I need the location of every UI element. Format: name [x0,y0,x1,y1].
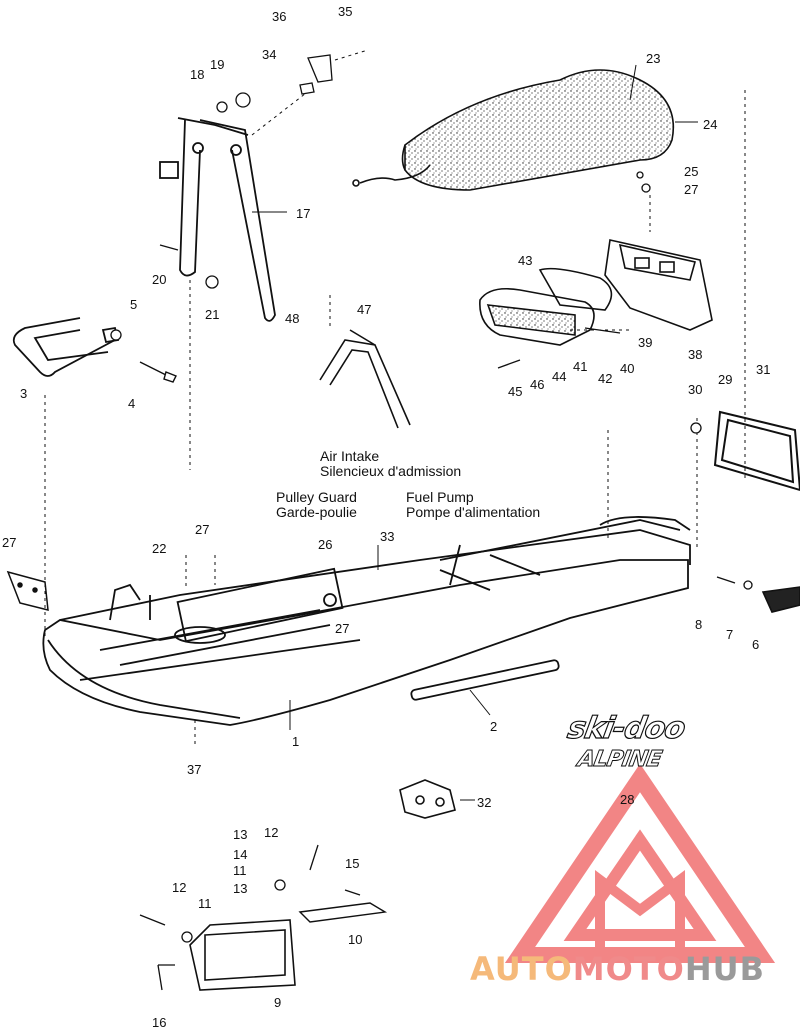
callout-6: 6 [752,637,760,652]
callout-3: 3 [20,386,28,401]
callout-8: 8 [695,617,703,632]
decal-ski-doo: ski-doo [564,710,688,746]
license-plate [713,410,800,492]
callout-17: 17 [296,206,311,221]
callout-13b: 13 [233,881,248,896]
air-intake-label: Air Intake Silencieux d'admission [320,449,461,478]
callout-12b: 12 [172,880,187,895]
side-bracket [6,570,49,611]
taillight-housing [604,239,713,331]
watermark-auto: AUTO [470,950,573,988]
callout-46: 46 [530,377,545,392]
reflector [761,586,800,613]
callout-35: 35 [338,4,353,19]
callout-11b: 11 [198,896,212,911]
callout-4: 4 [128,396,136,411]
callout-43: 43 [518,253,533,268]
callout-27a: 27 [684,182,699,197]
fuel-pump-fr: Pompe d'alimentation [406,503,541,520]
front-bumper [12,317,120,377]
callout-47: 47 [357,302,372,317]
callout-34: 34 [262,47,277,62]
callout-20: 20 [152,272,167,287]
callout-21: 21 [205,307,220,322]
rear-grab-handle [159,117,276,322]
pulley-guard-label: Pulley Guard Garde-poulie [276,490,357,519]
callout-19: 19 [210,57,225,72]
watermark-logo [504,763,776,963]
callout-18: 18 [190,67,205,82]
air-intake-en: Air Intake [320,448,380,464]
plate [298,902,388,923]
hardware [110,54,753,991]
callout-44: 44 [552,369,567,384]
callout-39: 39 [638,335,653,350]
air-intake-fr: Silencieux d'admission [320,462,462,479]
callout-1: 1 [292,734,300,749]
watermark-text: AUTOMOTOHUB [470,950,765,988]
callout-24: 24 [703,117,718,132]
callout-14: 14 [233,847,248,862]
callout-48: 48 [285,311,300,326]
callout-32: 32 [477,795,492,810]
decal-model: ALPINE [575,747,664,773]
bolt-4 [139,361,177,383]
decal-28: ski-doo ALPINE [560,705,690,777]
callout-42: 42 [598,371,613,386]
pulley-guard-fr: Garde-poulie [276,503,357,520]
callout-26: 26 [318,537,333,552]
fuel-pump-label: Fuel Pump Pompe d'alimentation [406,490,540,519]
callout-10: 10 [348,932,363,947]
watermark-hub: HUB [684,950,766,988]
callout-37: 37 [187,762,202,777]
callout-41: 41 [573,359,588,374]
callout-15: 15 [345,856,360,871]
callout-40: 40 [620,361,635,376]
callout-31: 31 [756,362,771,377]
callout-2: 2 [490,719,498,734]
watermark-moto: MOTO [572,950,685,988]
callout-27b: 27 [195,522,210,537]
callout-7: 7 [726,627,734,642]
callout-11a: 11 [233,863,247,878]
callout-12a: 12 [264,825,279,840]
callout-23: 23 [646,51,661,66]
callout-lines [252,64,698,801]
callout-13a: 13 [233,827,248,842]
callout-27d: 27 [335,621,350,636]
callout-38: 38 [688,347,703,362]
air-intake-bracket [319,329,411,429]
callout-5: 5 [130,297,138,312]
taillight-lens [479,267,613,346]
callout-25: 25 [684,164,699,179]
callout-36: 36 [272,9,287,24]
callout-45: 45 [508,384,523,399]
callout-9: 9 [274,995,282,1010]
belly-pan [189,919,296,991]
callout-28: 28 [620,792,635,807]
callout-22: 22 [152,541,167,556]
callout-29: 29 [718,372,733,387]
fuel-pump-en: Fuel Pump [406,489,474,505]
bracket [399,779,456,819]
pulley-guard-en: Pulley Guard [276,489,357,505]
callout-33: 33 [380,529,395,544]
callout-30: 30 [688,382,703,397]
callout-16: 16 [152,1015,167,1030]
leader-lines [44,49,746,745]
chassis-body [42,516,691,726]
callout-27c: 27 [2,535,17,550]
seat [352,69,674,191]
